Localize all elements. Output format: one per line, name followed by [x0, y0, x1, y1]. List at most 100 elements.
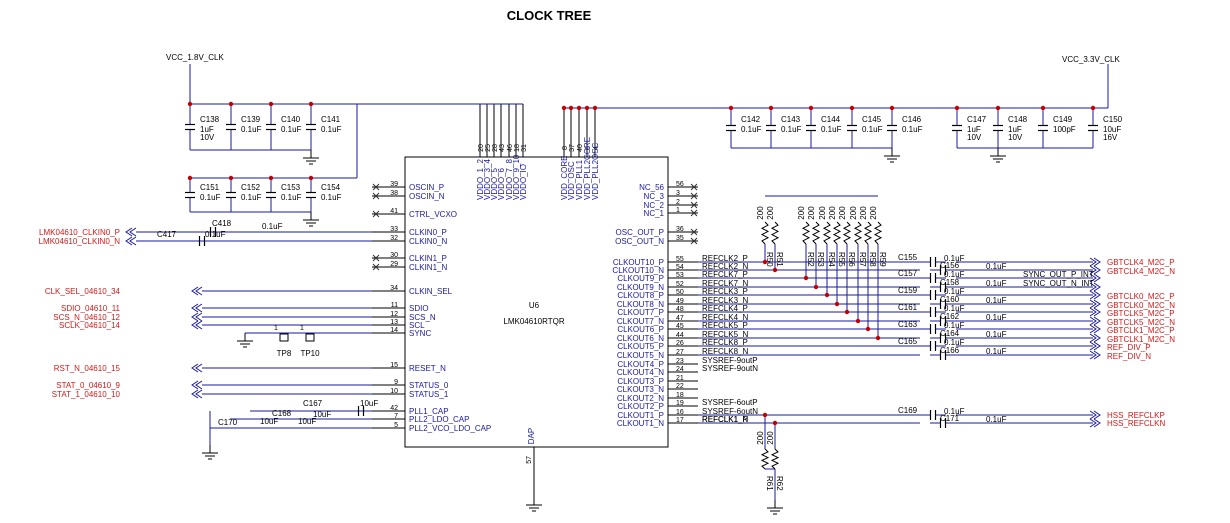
ic-pin-number: 44 [676, 332, 684, 339]
cap-value: 0.1uF [986, 330, 1007, 339]
cap-ref: C146 [902, 115, 922, 124]
parts-layer [125, 101, 1101, 515]
testpoint-label: TP10 [300, 349, 320, 358]
ic-pin-name: SDIO [409, 304, 429, 313]
input-net-arrow [195, 312, 203, 322]
vcc-1v8-label: VCC_1.8V_CLK [166, 53, 224, 62]
resistor-R53 [811, 221, 821, 245]
output-net-label: SYSREF-9outP [702, 356, 758, 365]
testpoint-label: TP8 [277, 349, 292, 358]
input-net-arrow [191, 312, 199, 322]
cap-value: 0.1uF [944, 321, 965, 330]
ic-pin-number: 16 [676, 409, 684, 416]
output-net-arrow [1093, 265, 1101, 275]
resistor-value: 200 [807, 206, 816, 220]
ic-pin-number: 53 [676, 272, 684, 279]
ic-pin-name: OSCIN_P [409, 183, 444, 192]
ic-pin-name: VDD_OSC [567, 161, 576, 200]
junction-dot [889, 105, 895, 111]
testpoint-pin: 1 [300, 325, 304, 332]
no-connect-mark [690, 209, 698, 217]
cap-ref: C154 [321, 183, 341, 192]
ic-pin-name: CLKOUT5_N [617, 351, 664, 360]
junction-dot [228, 101, 234, 107]
ic-pin-number: 48 [676, 306, 684, 313]
ic-pin-name: VDD_PLL2OSC [591, 142, 600, 200]
resistor-ref: R55 [837, 252, 846, 267]
output-net-label: REFCLK4_P [702, 304, 748, 313]
cap-value: 10uF [298, 417, 316, 426]
junction-dot [728, 105, 734, 111]
ic-pin-number: 27 [676, 349, 684, 356]
output-net-label: REFCLK1_P [702, 415, 748, 424]
cap-ref: C142 [741, 115, 761, 124]
ic-pin-name: PLL2_LDO_CAP [409, 415, 469, 424]
output-net-arrow [1089, 316, 1097, 326]
ic-pin-number: 26 [676, 340, 684, 347]
resistor-value: 200 [859, 206, 868, 220]
ic-dap-pin-number: 57 [526, 456, 533, 464]
ic-pin-number: 5 [394, 422, 398, 429]
ic-pin-number: 31 [521, 144, 528, 152]
cap-value: 0.1uF [862, 125, 883, 134]
output-net-label: REFCLK2_N [702, 262, 748, 271]
input-net-arrow [191, 389, 199, 399]
cap-ref: C168 [272, 409, 292, 418]
ic-pin-name: CTRL_VCXO [409, 210, 457, 219]
input-net-arrow [191, 363, 199, 373]
resistor-ref: R62 [775, 476, 784, 491]
input-net-label: SDIO_04610_11 [61, 304, 121, 313]
output-net-arrow [1089, 350, 1097, 360]
cap-value: 0.1uF [944, 287, 965, 296]
junction-dot [308, 101, 314, 107]
input-net-arrow [195, 303, 203, 313]
cap-value: 0.1uF [262, 222, 283, 231]
input-net-label: STAT_0_04610_9 [56, 381, 120, 390]
ic-pin-name: VDDO_3_4 [483, 159, 492, 200]
junction-dot [561, 105, 567, 111]
ic-pin-name: CLKIN_SEL [409, 287, 453, 296]
resistor-value: 200 [797, 206, 806, 220]
output-net-label: SYSREF-6outN [702, 407, 758, 416]
resistor-value: 200 [766, 206, 775, 220]
resistor-ref: R50 [765, 252, 774, 267]
cap-value: 0.1uF [200, 193, 221, 202]
resistor-value: 200 [849, 206, 858, 220]
ic-pin-number: 56 [676, 181, 684, 188]
ic-pin-name: OSC_OUT_P [616, 228, 664, 237]
output-net-label: REFCLK5_N [702, 330, 748, 339]
cap-ref: C143 [781, 115, 801, 124]
ic-pin-number: 33 [390, 226, 398, 233]
ic-pin-number: 19 [676, 400, 684, 407]
input-net-arrow [191, 320, 199, 330]
ic-pin-number: 43 [499, 144, 506, 152]
output-net-label: REFCLK7_P [702, 270, 748, 279]
cap-value: 0.1uF [902, 125, 923, 134]
ic-part-number: LMK04610RTQR [503, 317, 564, 326]
no-connect-mark [690, 192, 698, 200]
ic-pin-name: SYNC [409, 329, 431, 338]
junction-dot [584, 105, 590, 111]
junction-dot [772, 420, 778, 426]
ic-pin-number: 29 [390, 261, 398, 268]
ic-pin-name: CLKOUT2_N [617, 394, 664, 403]
ic-pin-number: 8 [562, 146, 569, 150]
ic-pin-name: NC_2 [644, 201, 665, 210]
ic-pin-number: 38 [390, 190, 398, 197]
resistor-R55 [832, 221, 842, 245]
no-connect-mark [372, 263, 380, 271]
cap-ref: C163 [898, 320, 918, 329]
input-net-arrow [195, 380, 203, 390]
output-net-label: GBTCLK0_M2C_N [1107, 301, 1175, 310]
resistor-R54 [822, 221, 832, 245]
cap-ref: C152 [241, 183, 261, 192]
input-net-arrow [125, 236, 133, 246]
cap-value: 0.1uF [821, 125, 842, 134]
junction-dot [768, 105, 774, 111]
resistor-R61 [760, 448, 770, 470]
output-net-label: GBTCLK1_M2C_P [1107, 326, 1175, 335]
ic-pin-name: CLKOUT1_N [617, 419, 664, 428]
cap-ref: C417 [157, 230, 177, 239]
ic-pin-name: CLKOUT7_N [617, 317, 664, 326]
